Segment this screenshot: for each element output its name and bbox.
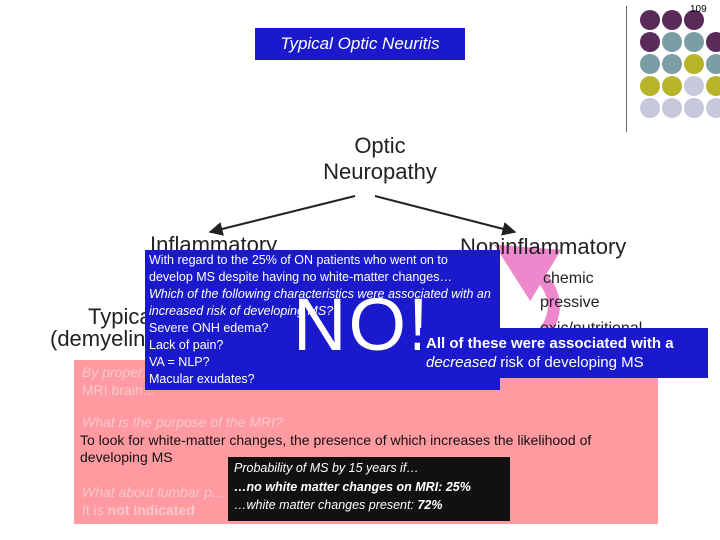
dot-purple (662, 10, 682, 30)
probability-row1-label: …no white matter changes on MRI: (234, 480, 446, 494)
optic-neuropathy-line2: Neuropathy (323, 159, 437, 184)
dot-purple (706, 32, 720, 52)
no-exclamation: NO! (293, 283, 431, 366)
dot-lavender (640, 98, 660, 118)
arrow-to-noninflammatory (374, 195, 517, 236)
slide-number: 109 (690, 4, 707, 15)
dot-olive (640, 76, 660, 96)
answer-decreased: decreased (426, 354, 497, 371)
optic-neuropathy-line1: Optic (354, 133, 406, 158)
probability-row2-label: …white matter changes present: (234, 498, 418, 512)
question-item: Severe ONH edema? (149, 321, 269, 335)
question-which: Which of the following characteristics w… (149, 287, 491, 318)
dot-olive (662, 76, 682, 96)
probability-row2-value: 72% (417, 498, 443, 512)
dot-teal (662, 54, 682, 74)
faded-not-indicated-strong: not indicated (107, 502, 195, 518)
question-item: VA = NLP? (149, 355, 210, 369)
dot-lavender (662, 98, 682, 118)
dot-lavender (684, 98, 704, 118)
probability-row1-value: 25% (445, 480, 471, 494)
dot-olive (706, 76, 720, 96)
probability-row-changes: …white matter changes present: 72% (234, 497, 442, 514)
dot-teal (706, 54, 720, 74)
probability-header: Probability of MS by 15 years if… (234, 461, 419, 475)
compressive-label: pressive (540, 294, 600, 311)
answer-line1: All of these were associated with a (426, 335, 674, 352)
dot-purple (640, 32, 660, 52)
typical-label: Typica (88, 304, 152, 329)
mri-purpose-answer: To look for white-matter changes, the pr… (80, 432, 592, 465)
faded-not-indicated: It is not indicated (82, 502, 195, 518)
probability-box: Probability of MS by 15 years if… …no wh… (228, 457, 510, 521)
question-item: Macular exudates? (149, 372, 255, 386)
answer-line2: decreased risk of developing MS (426, 353, 644, 372)
dot-purple (684, 10, 704, 30)
faded-mri-line1: By proper... (82, 364, 154, 380)
vertical-divider (626, 6, 627, 132)
optic-neuropathy-node: Optic Neuropathy (290, 133, 470, 185)
faded-lumbar-question: What about lumbar p... (82, 484, 224, 500)
dot-teal (640, 54, 660, 74)
faded-mri-question: What is the purpose of the MRI? (82, 414, 283, 430)
answer-box: All of these were associated with a decr… (420, 328, 708, 378)
probability-row-no-changes: …no white matter changes on MRI: 25% (234, 479, 471, 496)
dot-lavender (706, 98, 720, 118)
dot-lavender (684, 76, 704, 96)
demyelinating-label: (demyelina (50, 326, 158, 351)
dot-teal (684, 32, 704, 52)
dot-purple (640, 10, 660, 30)
faded-mri-line2: MRI brain... (82, 382, 155, 398)
decorative-dot-grid (0, 0, 720, 132)
arrow-to-inflammatory (208, 195, 356, 236)
dot-olive (684, 54, 704, 74)
question-item: Lack of pain? (149, 338, 224, 352)
slide-title: Typical Optic Neuritis (255, 28, 465, 60)
ischemic-label: chemic (543, 270, 594, 287)
dot-teal (662, 32, 682, 52)
question-intro: With regard to the 25% of ON patients wh… (149, 253, 452, 284)
answer-line2-rest: risk of developing MS (496, 354, 644, 371)
faded-not-indicated-prefix: It is (82, 502, 104, 518)
